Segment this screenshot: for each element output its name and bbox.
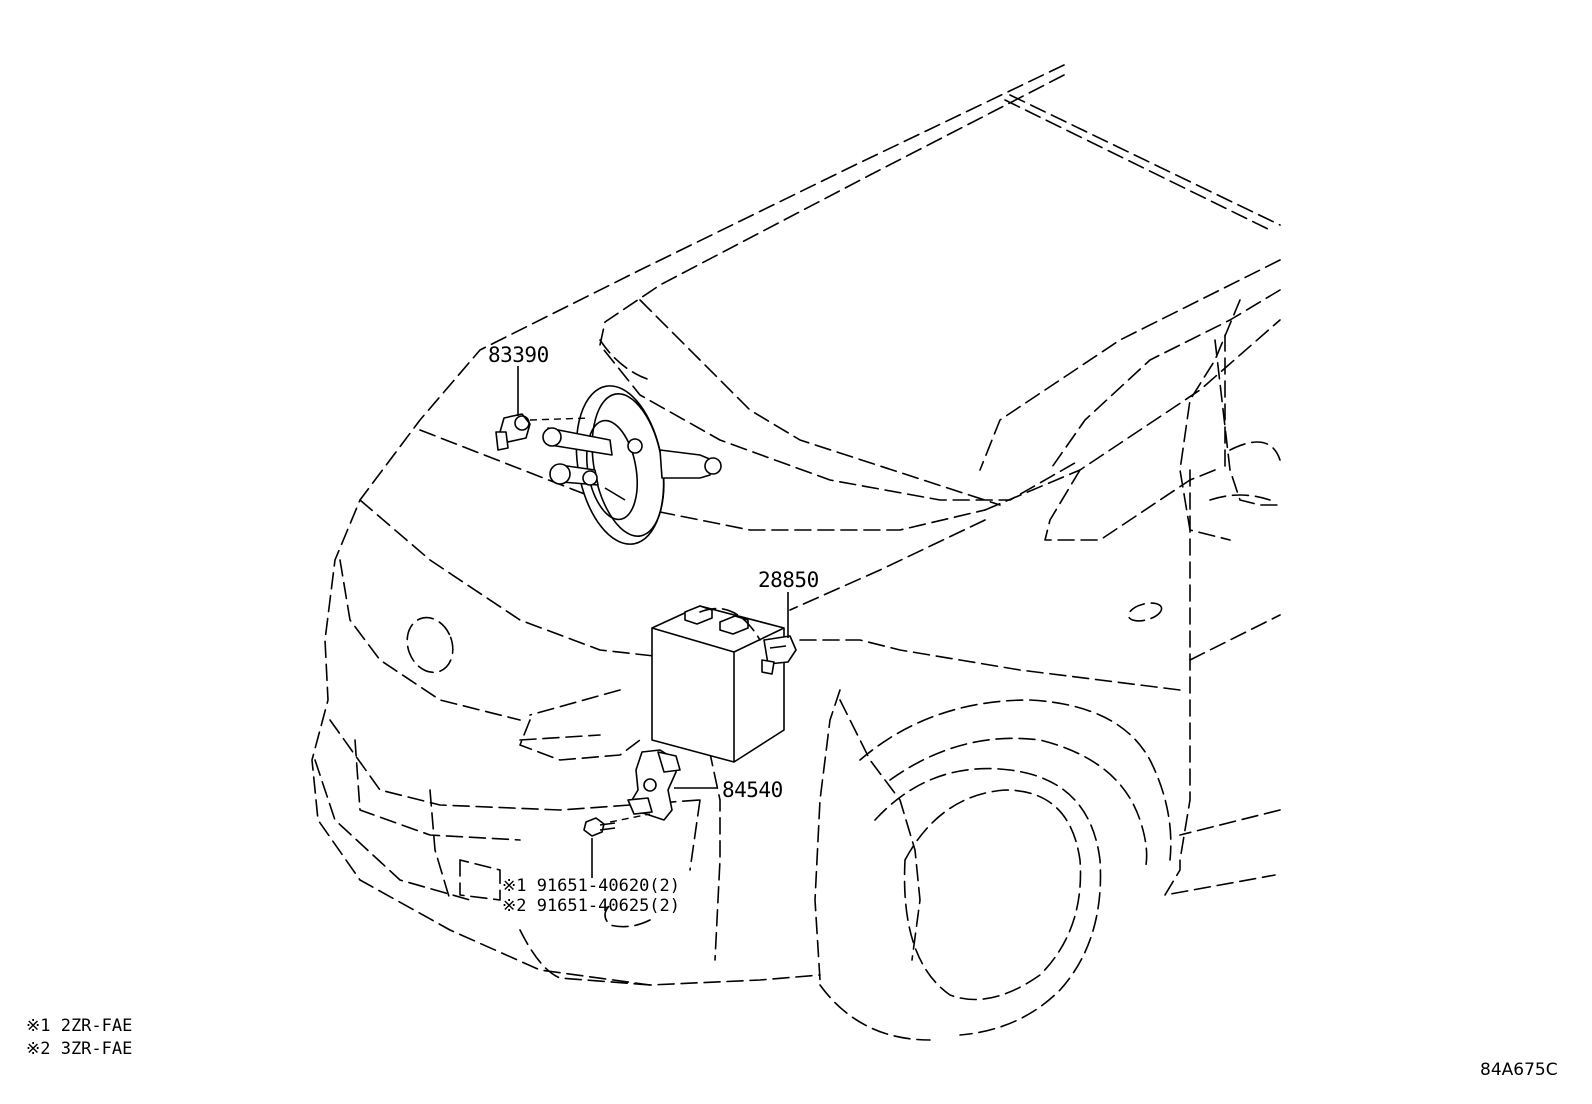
legend-note-2: ※2 3ZR-FAE	[26, 1039, 133, 1059]
bolt-part-number-1: ※1 91651-40620(2)	[502, 876, 681, 896]
callout-label-83390: 83390	[488, 343, 549, 367]
height-sensor-drawing	[627, 749, 681, 821]
car-body-outline	[311, 64, 1281, 1041]
battery-drawing	[651, 605, 785, 763]
brake-booster-drawing	[542, 385, 722, 545]
bolt-part-number-2: ※2 91651-40625(2)	[502, 896, 681, 916]
bolt-drawing	[583, 817, 616, 837]
diagram-code: 84A675C	[1480, 1060, 1558, 1080]
callout-label-84540: 84540	[722, 778, 783, 802]
leader-lines	[517, 366, 789, 878]
callout-label-28850: 28850	[758, 568, 819, 592]
vacuum-sensor-drawing	[495, 413, 531, 451]
legend-note-1: ※1 2ZR-FAE	[26, 1016, 133, 1036]
battery-sensor-drawing	[761, 635, 797, 675]
